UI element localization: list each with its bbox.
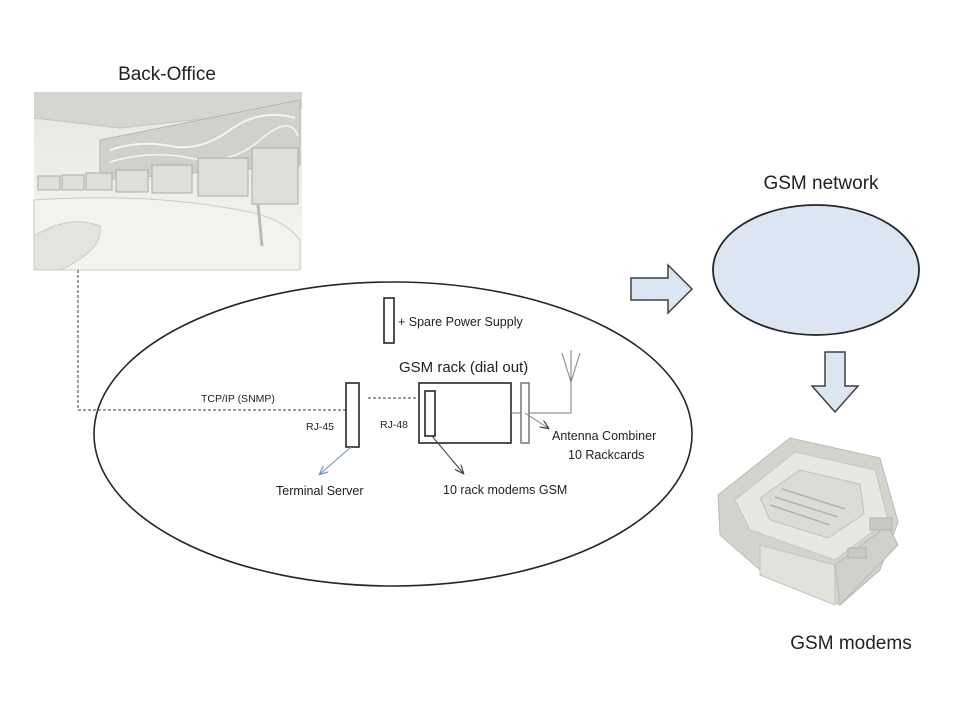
gsm-modem-photo bbox=[717, 437, 899, 607]
site-boundary-ellipse bbox=[93, 281, 693, 587]
rj48-label: RJ-48 bbox=[380, 419, 408, 431]
rack-modem-card bbox=[424, 390, 436, 437]
network-to-modems-arrow bbox=[810, 351, 860, 414]
rack-modems-label: 10 rack modems GSM bbox=[443, 483, 567, 497]
spare-power-supply bbox=[383, 297, 395, 344]
gsm-modems-title: GSM modems bbox=[790, 633, 911, 654]
tcpip-label: TCP/IP (SNMP) bbox=[201, 393, 275, 405]
gsm-network-title: GSM network bbox=[763, 173, 879, 194]
gsm-rack-label: GSM rack (dial out) bbox=[399, 359, 528, 376]
rack-modems-pointer bbox=[431, 435, 463, 473]
antenna-icon bbox=[561, 350, 581, 383]
gsm-network-cloud bbox=[712, 204, 920, 336]
terminal-server bbox=[345, 382, 360, 448]
tcpip-link bbox=[77, 270, 346, 411]
terminal-server-label: Terminal Server bbox=[276, 484, 364, 498]
backoffice-title: Back-Office bbox=[118, 64, 216, 85]
antenna-combiner-label: Antenna Combiner bbox=[552, 429, 656, 443]
terminal-server-pointer bbox=[320, 446, 352, 474]
backoffice-photo bbox=[33, 92, 303, 271]
link-to-network-arrow bbox=[630, 263, 694, 315]
rackcards-label: 10 Rackcards bbox=[568, 448, 644, 462]
rj45-label: RJ-45 bbox=[306, 421, 334, 433]
spare-power-label: + Spare Power Supply bbox=[398, 315, 523, 329]
antenna-combiner-pointer bbox=[524, 412, 548, 428]
